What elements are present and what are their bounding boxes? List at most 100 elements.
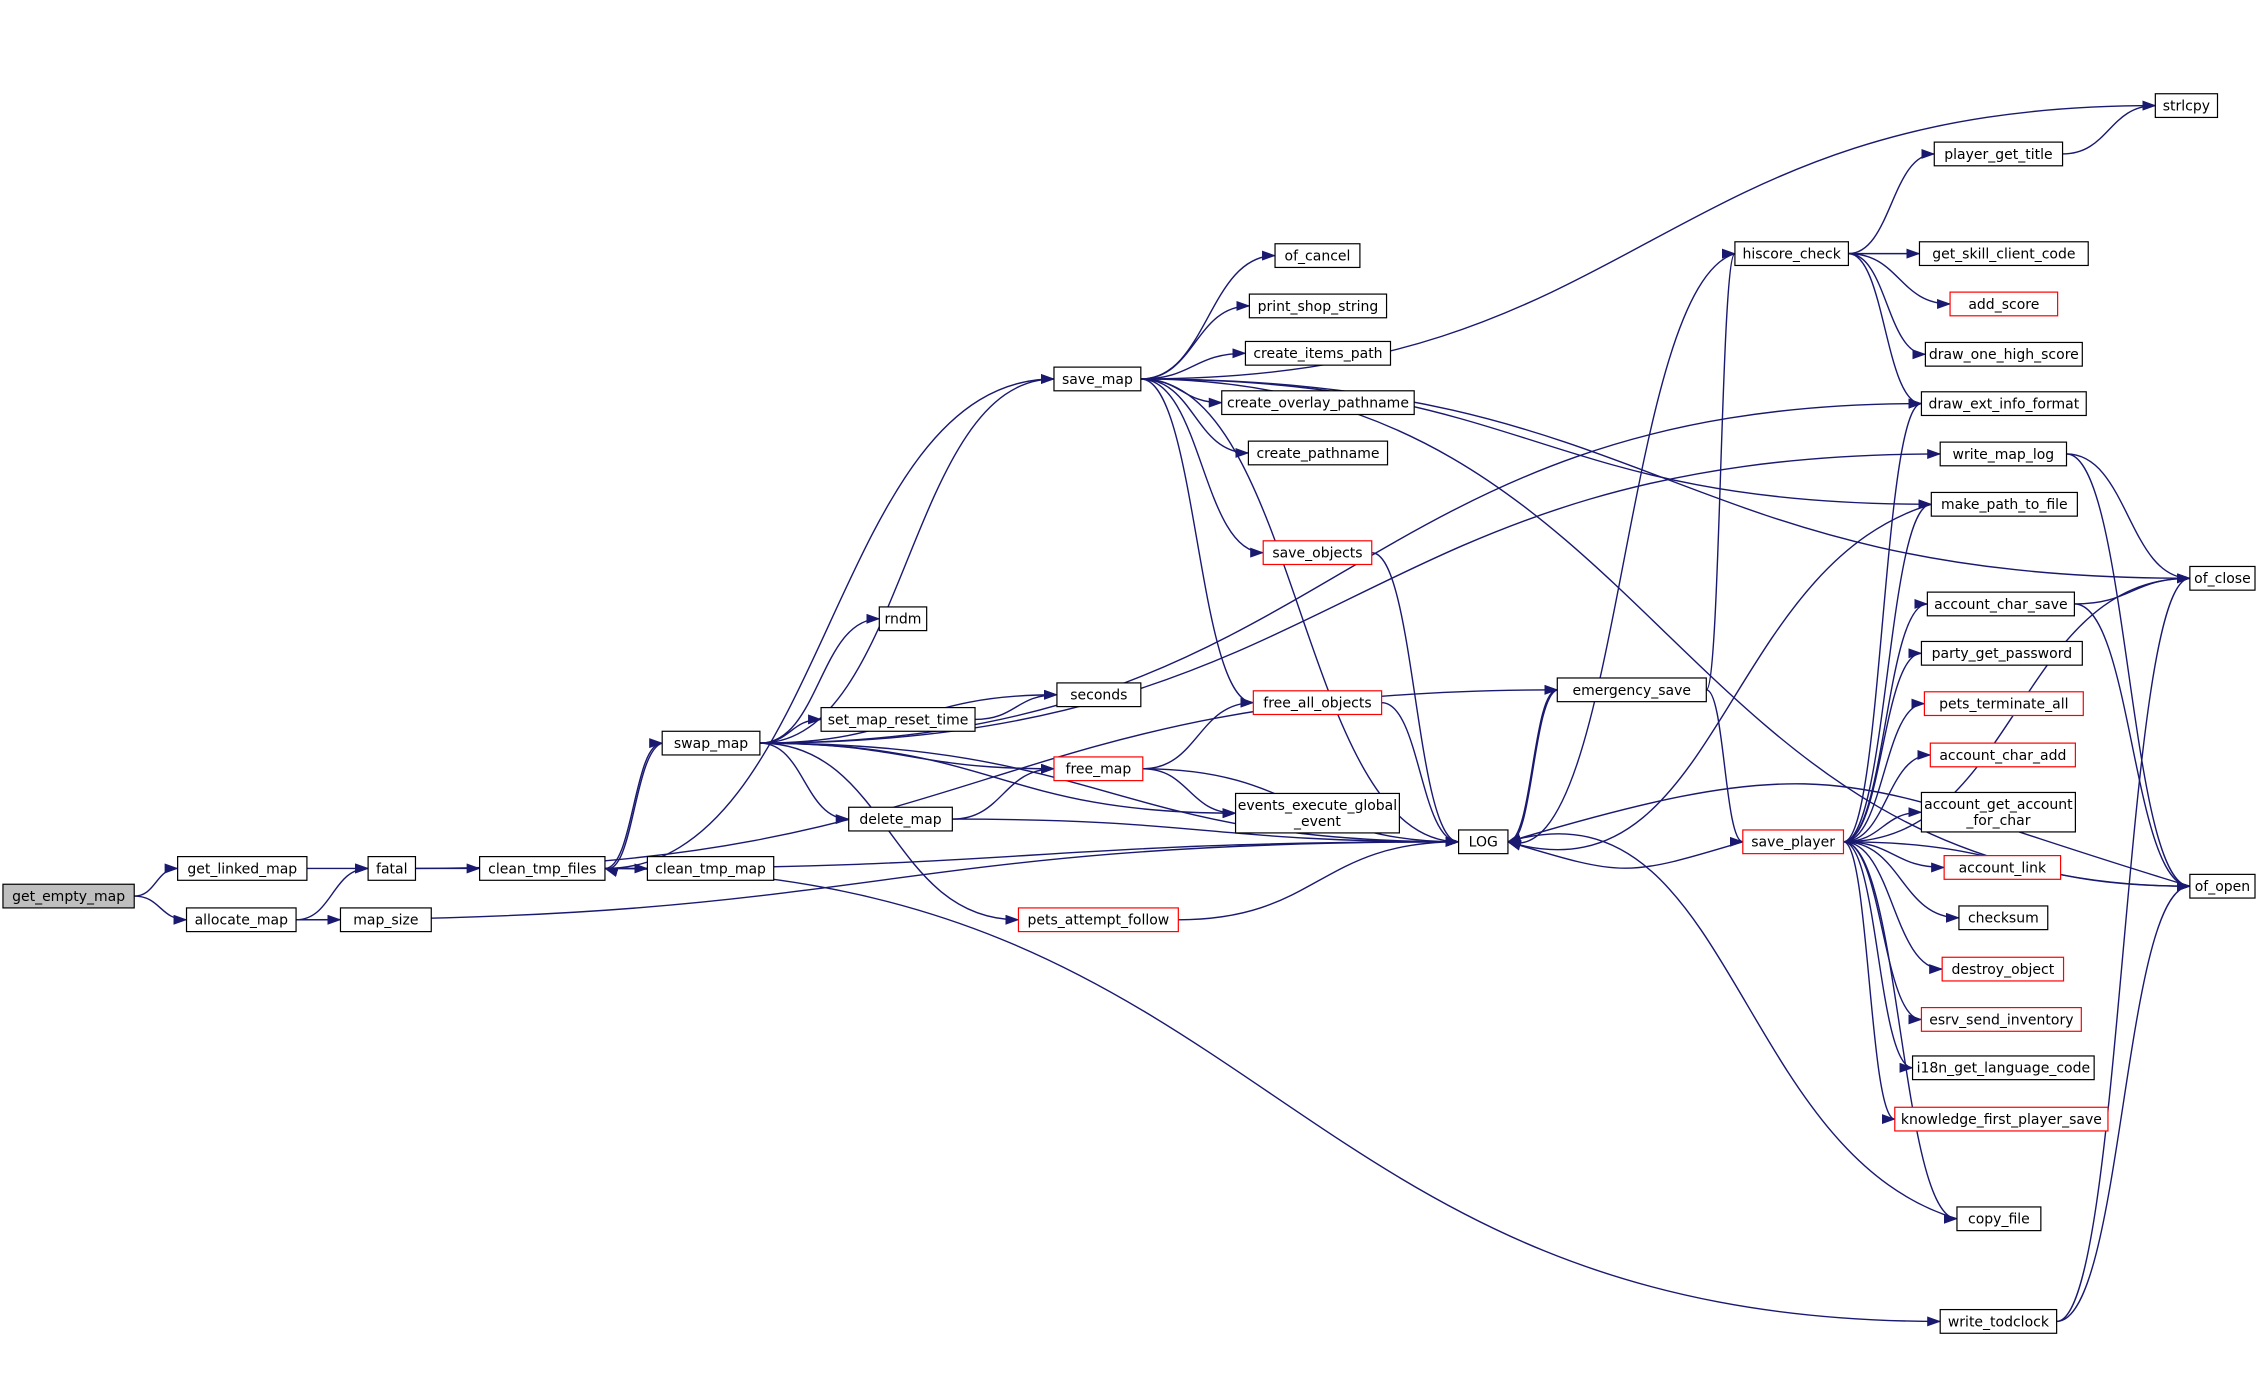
node-fatal[interactable]: fatal [367, 856, 417, 881]
node-box-add_score [1949, 291, 2059, 317]
edge-free_all_objects-to-LOG [1381, 701, 1460, 847]
node-box-fatal [367, 856, 417, 881]
node-box-events_execute_global_event [1234, 792, 1400, 834]
node-write_todclock[interactable]: write_todclock [1939, 1308, 2058, 1334]
edge-save_player-to-party_get_password [1843, 648, 1923, 843]
edge-swap_map-to-set_map_reset_time [759, 714, 823, 744]
node-box-clean_tmp_files [479, 856, 606, 881]
node-label-create_pathname: create_pathname [1256, 446, 1379, 462]
node-of_open[interactable]: of_open [2189, 873, 2256, 899]
node-rndm[interactable]: rndm [878, 606, 928, 632]
node-label-strlcpy: strlcpy [2163, 99, 2210, 115]
edge-save_map-to-print_shop_string [1140, 300, 1251, 380]
node-label-free_map: free_map [1066, 762, 1132, 778]
node-of_close[interactable]: of_close [2189, 565, 2256, 591]
node-copy_file[interactable]: copy_file [1956, 1206, 2042, 1232]
edge-save_player-to-knowledge_first_player_save [1843, 841, 1896, 1124]
node-box-save_map [1053, 366, 1142, 392]
node-box-pets_terminate_all [1923, 691, 2084, 717]
node-draw_one_high_score[interactable]: draw_one_high_score [1924, 341, 2083, 367]
node-box-copy_file [1956, 1206, 2042, 1232]
edge-save_player-to-copy_file [1843, 841, 1958, 1224]
edge-swap_map-to-events_execute_global_event [759, 742, 1237, 819]
node-esrv_send_inventory[interactable]: esrv_send_inventory [1920, 1006, 2082, 1032]
node-make_path_to_file[interactable]: make_path_to_file [1930, 491, 2078, 517]
node-save_map[interactable]: save_map [1053, 366, 1142, 392]
edge-hiscore_check-to-draw_ext_info_format [1848, 252, 1923, 409]
nodes-layer: get_empty_mapget_linked_mapallocate_mapf… [2, 93, 2256, 1334]
node-label-create_overlay_pathname: create_overlay_pathname [1227, 396, 1409, 412]
edge-write_todclock-to-of_open [2056, 881, 2191, 1323]
edges-layer [134, 100, 2191, 1327]
node-box-LOG [1457, 829, 1509, 855]
node-delete_map[interactable]: delete_map [848, 806, 953, 832]
node-box-allocate_map [185, 907, 297, 933]
node-i18n_get_language_code[interactable]: i18n_get_language_code [1911, 1055, 2095, 1081]
node-free_all_objects[interactable]: free_all_objects [1252, 690, 1383, 716]
node-label-rndm: rndm [885, 612, 922, 628]
node-box-write_map_log [1939, 441, 2068, 467]
edge-make_path_to_file-to-LOG [1506, 503, 1932, 851]
node-account_get_account_for_char[interactable]: account_get_account_for_char [1920, 791, 2076, 833]
node-LOG[interactable]: LOG [1457, 829, 1509, 855]
node-label-of_close: of_close [2194, 571, 2251, 587]
node-party_get_password[interactable]: party_get_password [1920, 640, 2083, 666]
node-label-events_execute_global_event: events_execute_global_event [1238, 798, 1397, 830]
node-events_execute_global_event[interactable]: events_execute_global_event [1234, 792, 1400, 834]
node-free_map[interactable]: free_map [1053, 756, 1144, 782]
node-draw_ext_info_format[interactable]: draw_ext_info_format [1920, 391, 2087, 417]
node-label-of_cancel: of_cancel [1285, 249, 1351, 265]
node-label-hiscore_check: hiscore_check [1742, 247, 1841, 263]
node-account_link[interactable]: account_link [1943, 855, 2062, 880]
node-box-draw_ext_info_format [1920, 391, 2087, 417]
edge-write_map_log-to-of_open [2066, 453, 2191, 892]
node-create_pathname[interactable]: create_pathname [1247, 440, 1389, 466]
edge-swap_map-to-LOG [759, 742, 1460, 847]
node-box-clean_tmp_map [646, 856, 775, 881]
node-pets_attempt_follow[interactable]: pets_attempt_follow [1017, 907, 1179, 933]
edge-player_get_title-to-strlcpy [2062, 100, 2157, 155]
node-label-party_get_password: party_get_password [1932, 646, 2072, 662]
node-box-account_link [1943, 855, 2062, 880]
node-get_skill_client_code[interactable]: get_skill_client_code [1918, 241, 2089, 267]
node-checksum[interactable]: checksum [1958, 905, 2049, 931]
node-label-account_get_account_for_char: account_get_account_for_char [1924, 797, 2073, 829]
node-account_char_save[interactable]: account_char_save [1926, 591, 2076, 617]
edge-LOG-to-emergency_save [1507, 684, 1559, 843]
node-create_overlay_pathname[interactable]: create_overlay_pathname [1221, 390, 1415, 416]
node-pets_terminate_all[interactable]: pets_terminate_all [1923, 691, 2084, 717]
node-account_char_add[interactable]: account_char_add [1929, 742, 2076, 768]
node-player_get_title[interactable]: player_get_title [1933, 141, 2064, 167]
node-save_objects[interactable]: save_objects [1262, 540, 1373, 566]
node-of_cancel[interactable]: of_cancel [1274, 243, 1361, 269]
node-label-of_open: of_open [2195, 879, 2250, 895]
node-map_size[interactable]: map_size [339, 907, 432, 933]
node-destroy_object[interactable]: destroy_object [1941, 956, 2065, 982]
node-write_map_log[interactable]: write_map_log [1939, 441, 2068, 467]
node-label-esrv_send_inventory: esrv_send_inventory [1929, 1012, 2073, 1028]
node-knowledge_first_player_save[interactable]: knowledge_first_player_save [1894, 1106, 2109, 1132]
edge-save_player-to-checksum [1843, 841, 1960, 923]
edge-write_map_log-to-of_close [2066, 453, 2191, 584]
node-strlcpy[interactable]: strlcpy [2154, 93, 2219, 119]
node-add_score[interactable]: add_score [1949, 291, 2059, 317]
node-set_map_reset_time[interactable]: set_map_reset_time [820, 706, 976, 732]
node-label-player_get_title: player_get_title [1944, 147, 2052, 163]
node-swap_map[interactable]: swap_map [661, 730, 761, 756]
edge-save_map-to-create_pathname [1140, 378, 1250, 458]
edge-save_player-to-draw_ext_info_format [1843, 398, 1923, 843]
node-create_items_path[interactable]: create_items_path [1244, 340, 1392, 366]
node-clean_tmp_map[interactable]: clean_tmp_map [646, 856, 775, 881]
edge-clean_tmp_files-to-write_todclock [604, 867, 1942, 1327]
node-clean_tmp_files[interactable]: clean_tmp_files [479, 856, 606, 881]
node-save_player[interactable]: save_player [1742, 829, 1845, 855]
node-box-seconds [1056, 682, 1142, 708]
node-box-get_empty_map [2, 883, 135, 909]
node-seconds[interactable]: seconds [1056, 682, 1142, 708]
node-allocate_map[interactable]: allocate_map [185, 907, 297, 933]
node-print_shop_string[interactable]: print_shop_string [1248, 293, 1388, 319]
node-hiscore_check[interactable]: hiscore_check [1734, 241, 1850, 267]
node-get_linked_map[interactable]: get_linked_map [177, 856, 308, 881]
node-emergency_save[interactable]: emergency_save [1556, 677, 1707, 703]
edge-delete_map-to-free_map [952, 763, 1055, 820]
